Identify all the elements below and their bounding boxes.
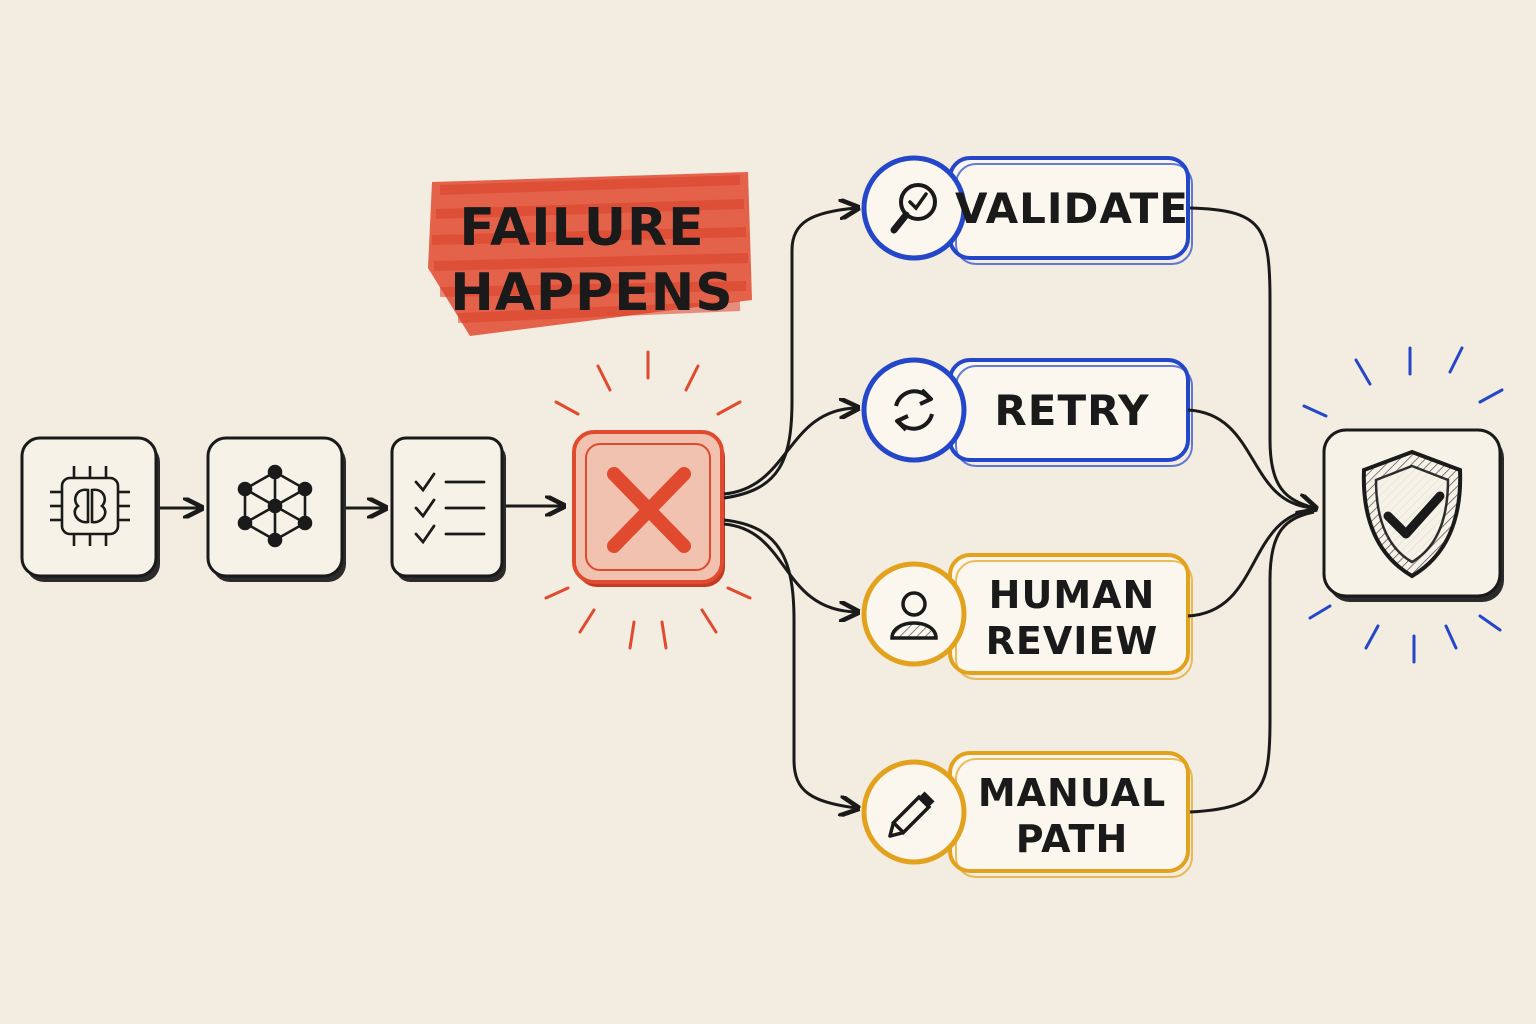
failure-x-icon <box>607 467 691 553</box>
merge-from-retry <box>1187 408 1315 510</box>
failure-callout: FAILURE HAPPENS <box>428 172 752 336</box>
recovery-icon-circle <box>861 759 967 865</box>
branch-to-retry <box>723 408 856 496</box>
network-nodes-icon <box>237 464 313 548</box>
ai-chip-icon <box>50 466 130 546</box>
search-check-icon <box>890 183 937 234</box>
pencil-icon <box>888 791 935 838</box>
recovery-label-line-1: MANUAL <box>978 771 1166 815</box>
recovery-label-line-2: REVIEW <box>986 619 1159 663</box>
recovery-node-validate: VALIDATE <box>861 155 1193 265</box>
recovery-label-line-2: PATH <box>1016 817 1129 861</box>
pipeline-node-checklist <box>390 436 506 582</box>
pipeline-node-failure <box>544 350 752 650</box>
shield-check-icon <box>1361 449 1463 579</box>
success-burst-lines <box>1302 346 1504 664</box>
callout-line-2: HAPPENS <box>450 263 733 323</box>
recovery-label-line-1: RETRY <box>994 386 1149 435</box>
pipeline-connectors <box>160 506 562 508</box>
merge-from-human-review <box>1187 508 1315 618</box>
recovery-label-line-1: VALIDATE <box>955 184 1189 233</box>
refresh-icon <box>894 388 934 432</box>
recovery-icon-circle <box>861 357 967 463</box>
merge-from-manual-path <box>1189 510 1315 814</box>
branch-connectors <box>723 208 856 808</box>
outcome-node-secure <box>1302 346 1504 664</box>
pipeline-node-network <box>206 436 346 582</box>
recovery-node-retry: RETRY <box>861 357 1193 467</box>
merge-connectors <box>1187 206 1315 814</box>
branch-to-human-review <box>723 522 856 612</box>
callout-line-1: FAILURE <box>459 198 704 258</box>
failure-burst-lines <box>544 350 752 650</box>
merge-from-validate <box>1189 206 1314 508</box>
checklist-icon <box>414 472 486 545</box>
branch-to-manual-path <box>723 518 856 808</box>
branch-to-validate <box>723 208 856 500</box>
person-icon <box>890 591 938 640</box>
recovery-label-line-1: HUMAN <box>989 573 1156 617</box>
pipeline-node-ai <box>20 436 160 582</box>
